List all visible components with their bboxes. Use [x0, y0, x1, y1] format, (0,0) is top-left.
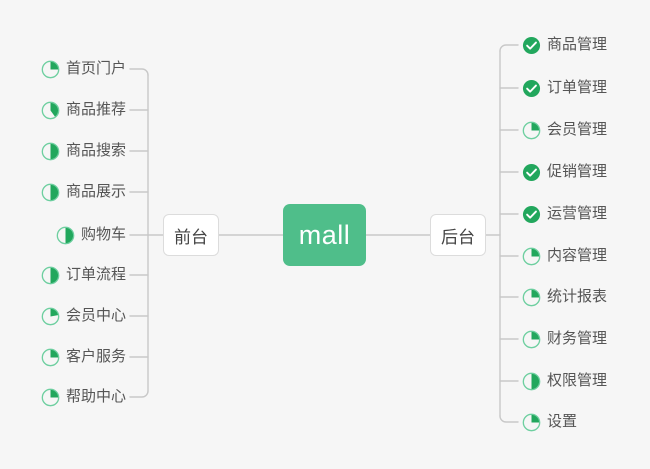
leaf-node[interactable]: 商品推荐 [41, 98, 126, 122]
leaf-node-label: 客户服务 [65, 348, 126, 365]
leaf-node-label: 设置 [547, 413, 578, 430]
status-progress-icon [522, 413, 541, 431]
leaf-node-label: 订单管理 [547, 79, 608, 96]
status-check-icon [522, 36, 541, 54]
leaf-node[interactable]: 商品管理 [522, 33, 607, 57]
branch-node-backend[interactable]: 后台 [430, 214, 486, 256]
leaf-node-label: 首页门户 [65, 60, 126, 77]
status-progress-icon [522, 121, 541, 139]
status-progress-icon [41, 388, 60, 406]
leaf-node[interactable]: 订单管理 [522, 76, 607, 100]
leaf-node[interactable]: 权限管理 [522, 369, 607, 393]
status-progress-icon [41, 307, 60, 325]
leaf-node[interactable]: 会员管理 [522, 118, 607, 142]
status-progress-icon [522, 372, 541, 390]
leaf-node[interactable]: 促销管理 [522, 160, 607, 184]
status-progress-icon [522, 247, 541, 265]
leaf-node-label: 会员中心 [65, 307, 126, 324]
leaf-node-label: 内容管理 [547, 247, 608, 264]
branch-node-backend-label: 后台 [441, 227, 475, 247]
leaf-node-label: 商品管理 [547, 36, 608, 53]
status-progress-icon [41, 183, 60, 201]
status-progress-icon [41, 266, 60, 284]
status-progress-icon [56, 226, 75, 244]
branch-node-frontend[interactable]: 前台 [163, 214, 219, 256]
leaf-node[interactable]: 客户服务 [41, 345, 126, 369]
status-check-icon [522, 205, 541, 223]
leaf-node[interactable]: 设置 [522, 410, 577, 434]
status-progress-icon [41, 60, 60, 78]
branch-node-frontend-label: 前台 [174, 227, 208, 247]
leaf-node-label: 运营管理 [547, 205, 608, 222]
status-check-icon [522, 163, 541, 181]
leaf-node[interactable]: 财务管理 [522, 327, 607, 351]
leaf-node[interactable]: 运营管理 [522, 202, 607, 226]
leaf-node[interactable]: 首页门户 [41, 57, 126, 81]
status-progress-icon [41, 101, 60, 119]
leaf-node-label: 统计报表 [547, 288, 608, 305]
status-progress-icon [522, 330, 541, 348]
leaf-node-label: 财务管理 [547, 330, 608, 347]
status-progress-icon [41, 142, 60, 160]
leaf-node[interactable]: 统计报表 [522, 285, 607, 309]
leaf-node-label: 促销管理 [547, 163, 608, 180]
leaf-node[interactable]: 商品展示 [41, 180, 126, 204]
leaf-node[interactable]: 商品搜索 [41, 139, 126, 163]
leaf-node-label: 帮助中心 [65, 388, 126, 405]
leaf-node[interactable]: 订单流程 [41, 263, 126, 287]
leaf-node[interactable]: 帮助中心 [41, 385, 126, 409]
leaf-node[interactable]: 会员中心 [41, 304, 126, 328]
leaf-node-label: 权限管理 [547, 372, 608, 389]
status-progress-icon [41, 348, 60, 366]
leaf-node-label: 购物车 [80, 226, 126, 243]
status-check-icon [522, 79, 541, 97]
root-node-mall[interactable]: mall [283, 204, 366, 266]
leaf-node-label: 订单流程 [65, 266, 126, 283]
status-progress-icon [522, 288, 541, 306]
leaf-node[interactable]: 内容管理 [522, 244, 607, 268]
leaf-node-label: 会员管理 [547, 121, 608, 138]
leaf-node-label: 商品搜索 [65, 142, 126, 159]
leaf-node[interactable]: 购物车 [56, 223, 126, 247]
leaf-node-label: 商品推荐 [65, 101, 126, 118]
root-node-label: mall [298, 219, 351, 250]
leaf-node-label: 商品展示 [65, 183, 126, 200]
